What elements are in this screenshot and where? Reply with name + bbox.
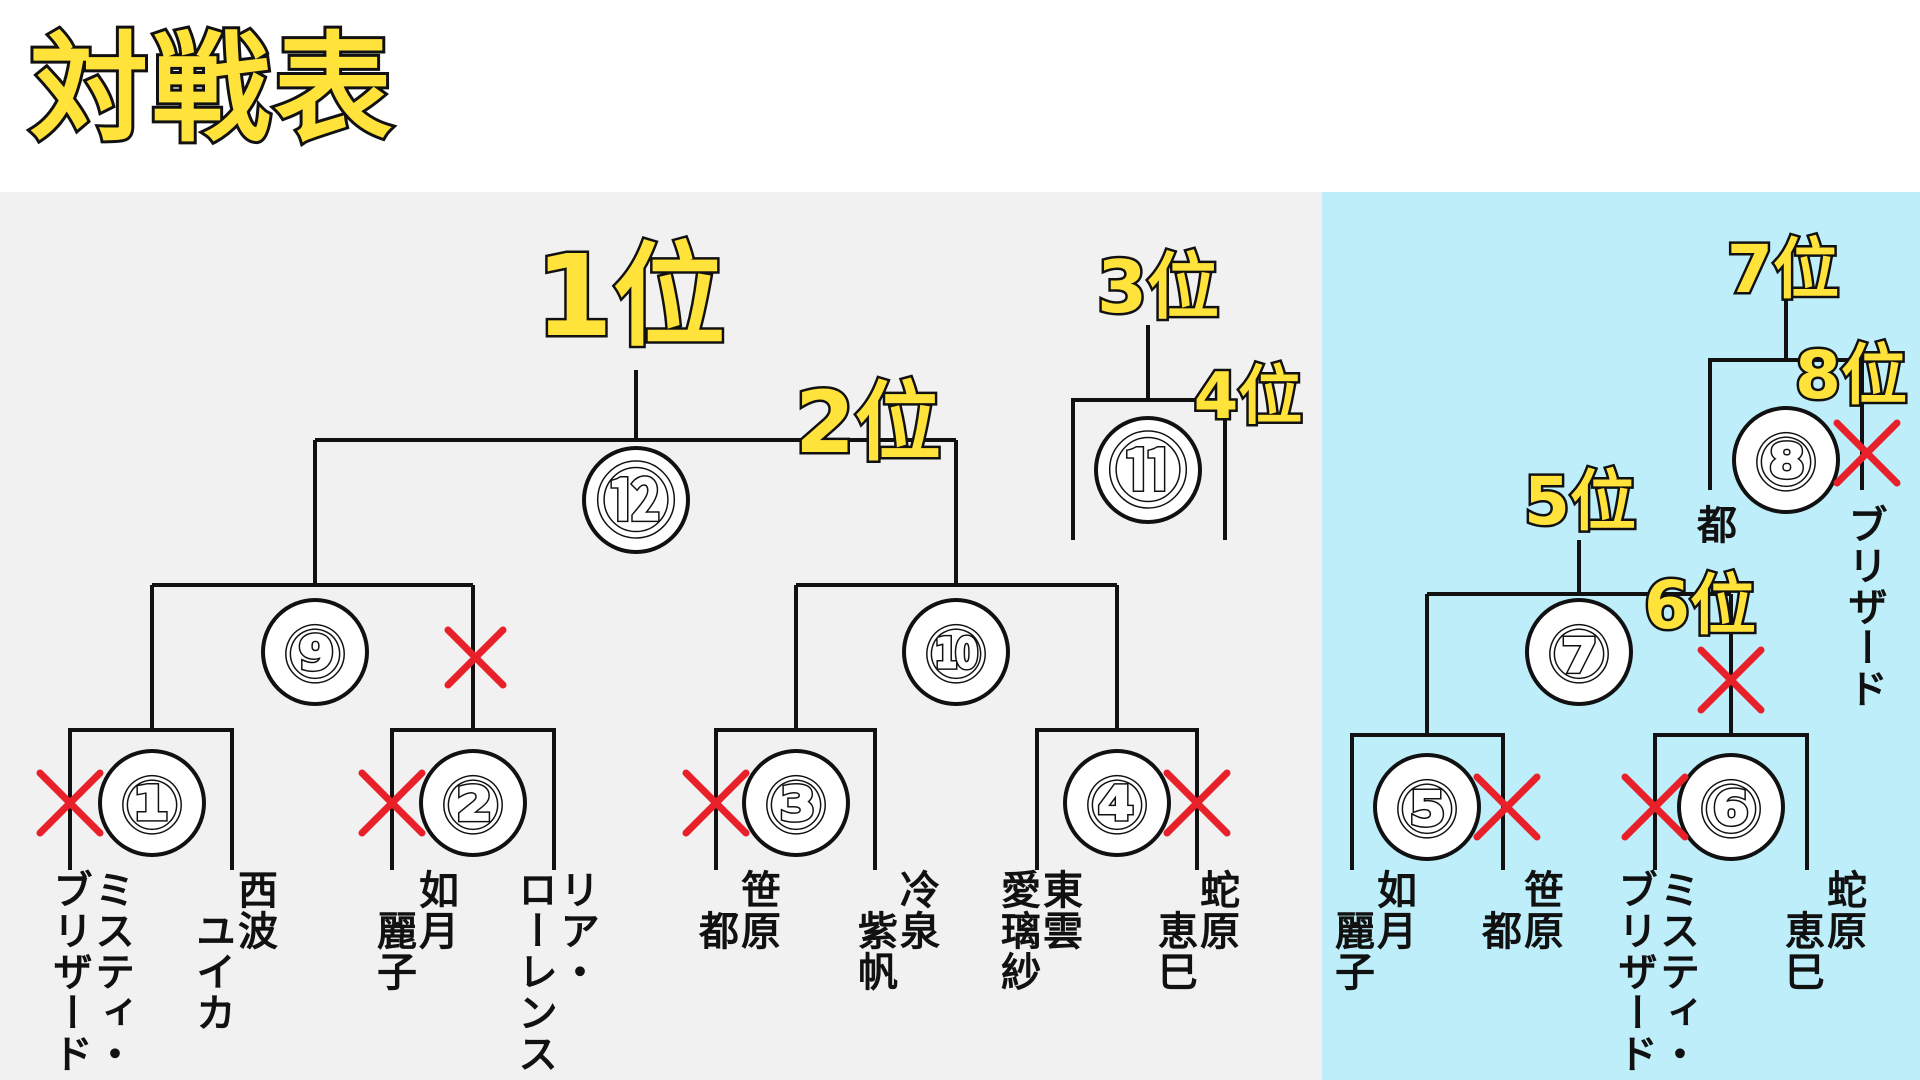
- match-circle-11: [1094, 416, 1202, 524]
- player-name: 如月 麗子: [1328, 869, 1416, 992]
- match-circle-4: [1063, 749, 1171, 857]
- player-name: ミスティ・ ブリザード: [46, 869, 134, 1074]
- match-number-2: ②: [440, 761, 506, 851]
- match-circle-1: [98, 749, 206, 857]
- match-number-10: ⑩: [923, 610, 989, 700]
- loser-mark-7: [1621, 773, 1689, 841]
- match-markers: ① ② ③ ④ ⑤ ⑥ ⑦ ⑧ ⑨ ⑩ ⑪ ⑫: [98, 406, 1840, 861]
- match-circle-2: [419, 749, 527, 857]
- bracket-lines: ① ② ③ ④ ⑤ ⑥ ⑦ ⑧ ⑨ ⑩ ⑪ ⑫ 1位 2位 3位 4位 5位 6…: [36, 229, 1910, 870]
- player-name: 冷泉 紫帆: [851, 869, 939, 992]
- main-bracket-panel: [0, 192, 1322, 1080]
- player-name: 東雲 愛璃紗: [994, 869, 1082, 992]
- rank-1-label: 1位: [535, 232, 725, 362]
- loser-mark-6: [1473, 773, 1541, 841]
- match-number-4: ④: [1084, 761, 1150, 851]
- match-number-8: ⑧: [1753, 418, 1819, 508]
- match-number-12: ⑫: [597, 458, 675, 548]
- player-name: 蛇原 恵巳: [1151, 869, 1239, 992]
- loser-mark-1: [36, 769, 104, 837]
- match-circle-3: [742, 749, 850, 857]
- rank-6-label: 6位: [1644, 567, 1756, 644]
- match-number-7: ⑦: [1546, 610, 1612, 700]
- bracket-stage: ① ② ③ ④ ⑤ ⑥ ⑦ ⑧ ⑨ ⑩ ⑪ ⑫ 1位 2位 3位 4位 5位 6…: [0, 192, 1920, 1080]
- player-name: 蛇原 恵巳: [1778, 869, 1866, 992]
- match-circle-5: [1373, 753, 1481, 861]
- player-name: ブリザード: [1841, 504, 1887, 709]
- rank-labels: 1位 2位 3位 4位 5位 6位 7位 8位: [533, 229, 1910, 647]
- match-circle-9: [261, 598, 369, 706]
- rank-3-label: 3位: [1097, 245, 1219, 329]
- loser-mark-9: [1833, 419, 1901, 487]
- rank-2-label: 2位: [795, 373, 941, 473]
- loser-mark-3: [682, 769, 750, 837]
- rank-8-label: 8位: [1795, 337, 1907, 414]
- player-name: 都: [1690, 504, 1736, 545]
- match-circle-10: [902, 598, 1010, 706]
- loser-mark-8: [1697, 646, 1765, 714]
- loser-marks: [36, 419, 1901, 841]
- player-name: 笹原 都: [1475, 869, 1563, 951]
- rank-5-label: 5位: [1524, 463, 1636, 540]
- bracket-line-group: [68, 295, 1864, 870]
- match-number-9: ⑨: [282, 610, 348, 700]
- match-number-5: ⑤: [1394, 765, 1460, 855]
- player-name: リア・ ローレンス: [511, 869, 599, 1074]
- match-number-3: ③: [763, 761, 829, 851]
- loser-mark-2: [358, 769, 426, 837]
- match-circle-8: [1732, 406, 1840, 514]
- match-circle-6: [1677, 753, 1785, 861]
- rank-7-label: 7位: [1727, 231, 1839, 308]
- rank-4-label: 4位: [1194, 360, 1303, 434]
- match-number-6: ⑥: [1698, 765, 1764, 855]
- player-name: 笹原 都: [692, 869, 780, 951]
- match-number-11: ⑪: [1109, 428, 1187, 518]
- match-circle-12: [582, 446, 690, 554]
- loser-mark-5: [444, 626, 507, 689]
- player-name: 西波 ユイカ: [189, 869, 277, 1033]
- player-name: 如月 麗子: [370, 869, 458, 992]
- player-name: ミスティ・ ブリザード: [1611, 869, 1699, 1074]
- match-number-1: ①: [119, 761, 185, 851]
- loser-mark-4: [1163, 769, 1231, 837]
- match-circle-7: [1525, 598, 1633, 706]
- page-title: 対戦表: [27, 20, 397, 158]
